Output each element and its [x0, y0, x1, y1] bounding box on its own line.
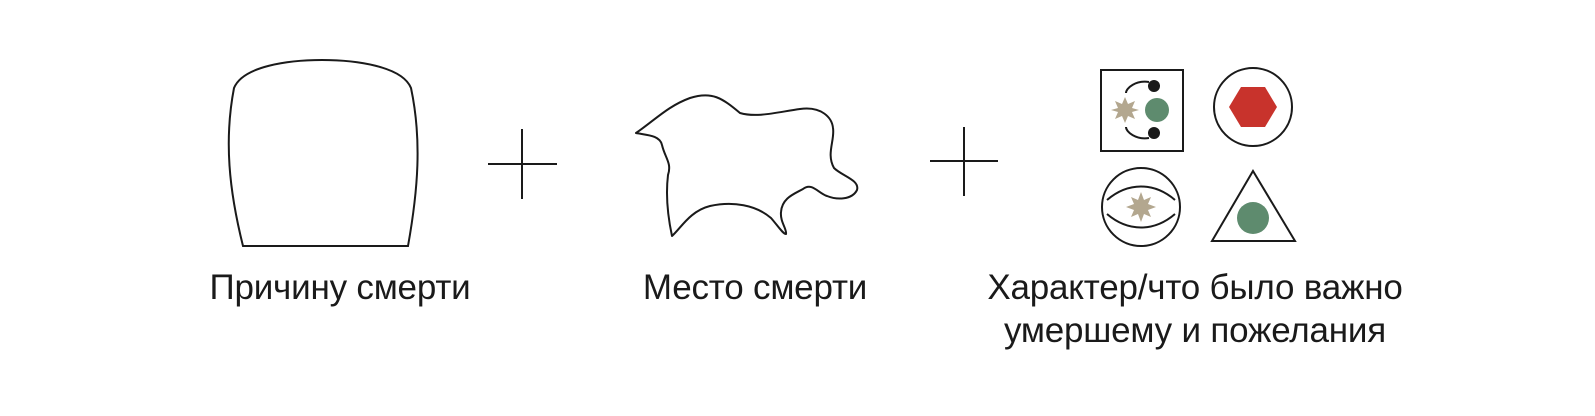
label-cause-of-death: Причину смерти [209, 268, 471, 307]
plus-icon [488, 129, 557, 199]
hexagon-in-circle-icon [1213, 67, 1293, 147]
dot-in-triangle-icon [1210, 169, 1297, 242]
map-region-outline-icon [635, 94, 859, 237]
plus-icon [930, 127, 998, 196]
square-symbol-icon [1100, 69, 1184, 152]
tombstone-outline-icon [227, 58, 419, 247]
label-character-line-1: Характер/что было важно [987, 268, 1403, 307]
label-place-of-death: Место смерти [642, 268, 868, 307]
label-character: Характер/что было важно умершему и пожел… [930, 266, 1460, 352]
label-character-line-2: умершему и пожелания [1003, 311, 1387, 350]
eye-in-circle-icon [1101, 167, 1181, 247]
